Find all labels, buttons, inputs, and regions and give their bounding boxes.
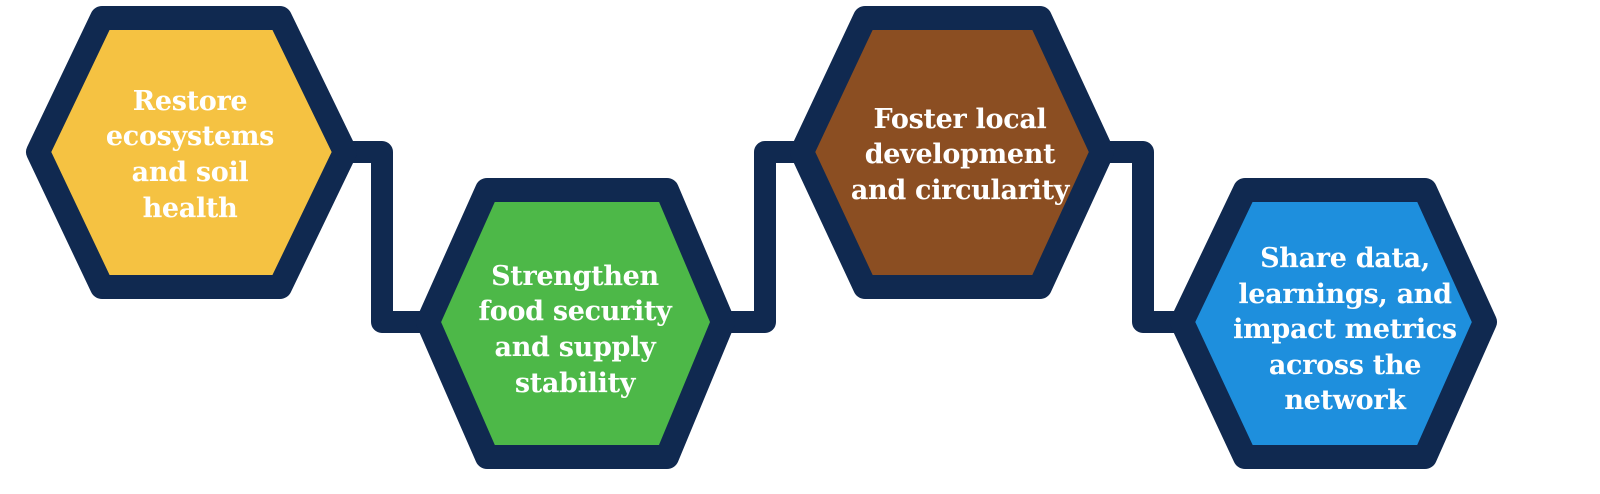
hexagon-step-2 (416, 178, 735, 469)
connector-2-3 (709, 141, 821, 333)
connector-3-4 (1089, 141, 1201, 333)
step-4-label: Share data, learnings, and impact metric… (1233, 242, 1457, 417)
hexagon-step-1 (26, 6, 357, 299)
connector-1-2 (334, 141, 441, 333)
hexagon-step-4 (1170, 178, 1497, 469)
step-3-label: Foster local development and circularity (850, 103, 1070, 206)
hexagon-step-3 (790, 6, 1114, 299)
step-2-label: Strengthen food security and supply stab… (478, 260, 672, 399)
step-1-label: Restore ecosystems and soil health (105, 85, 275, 224)
